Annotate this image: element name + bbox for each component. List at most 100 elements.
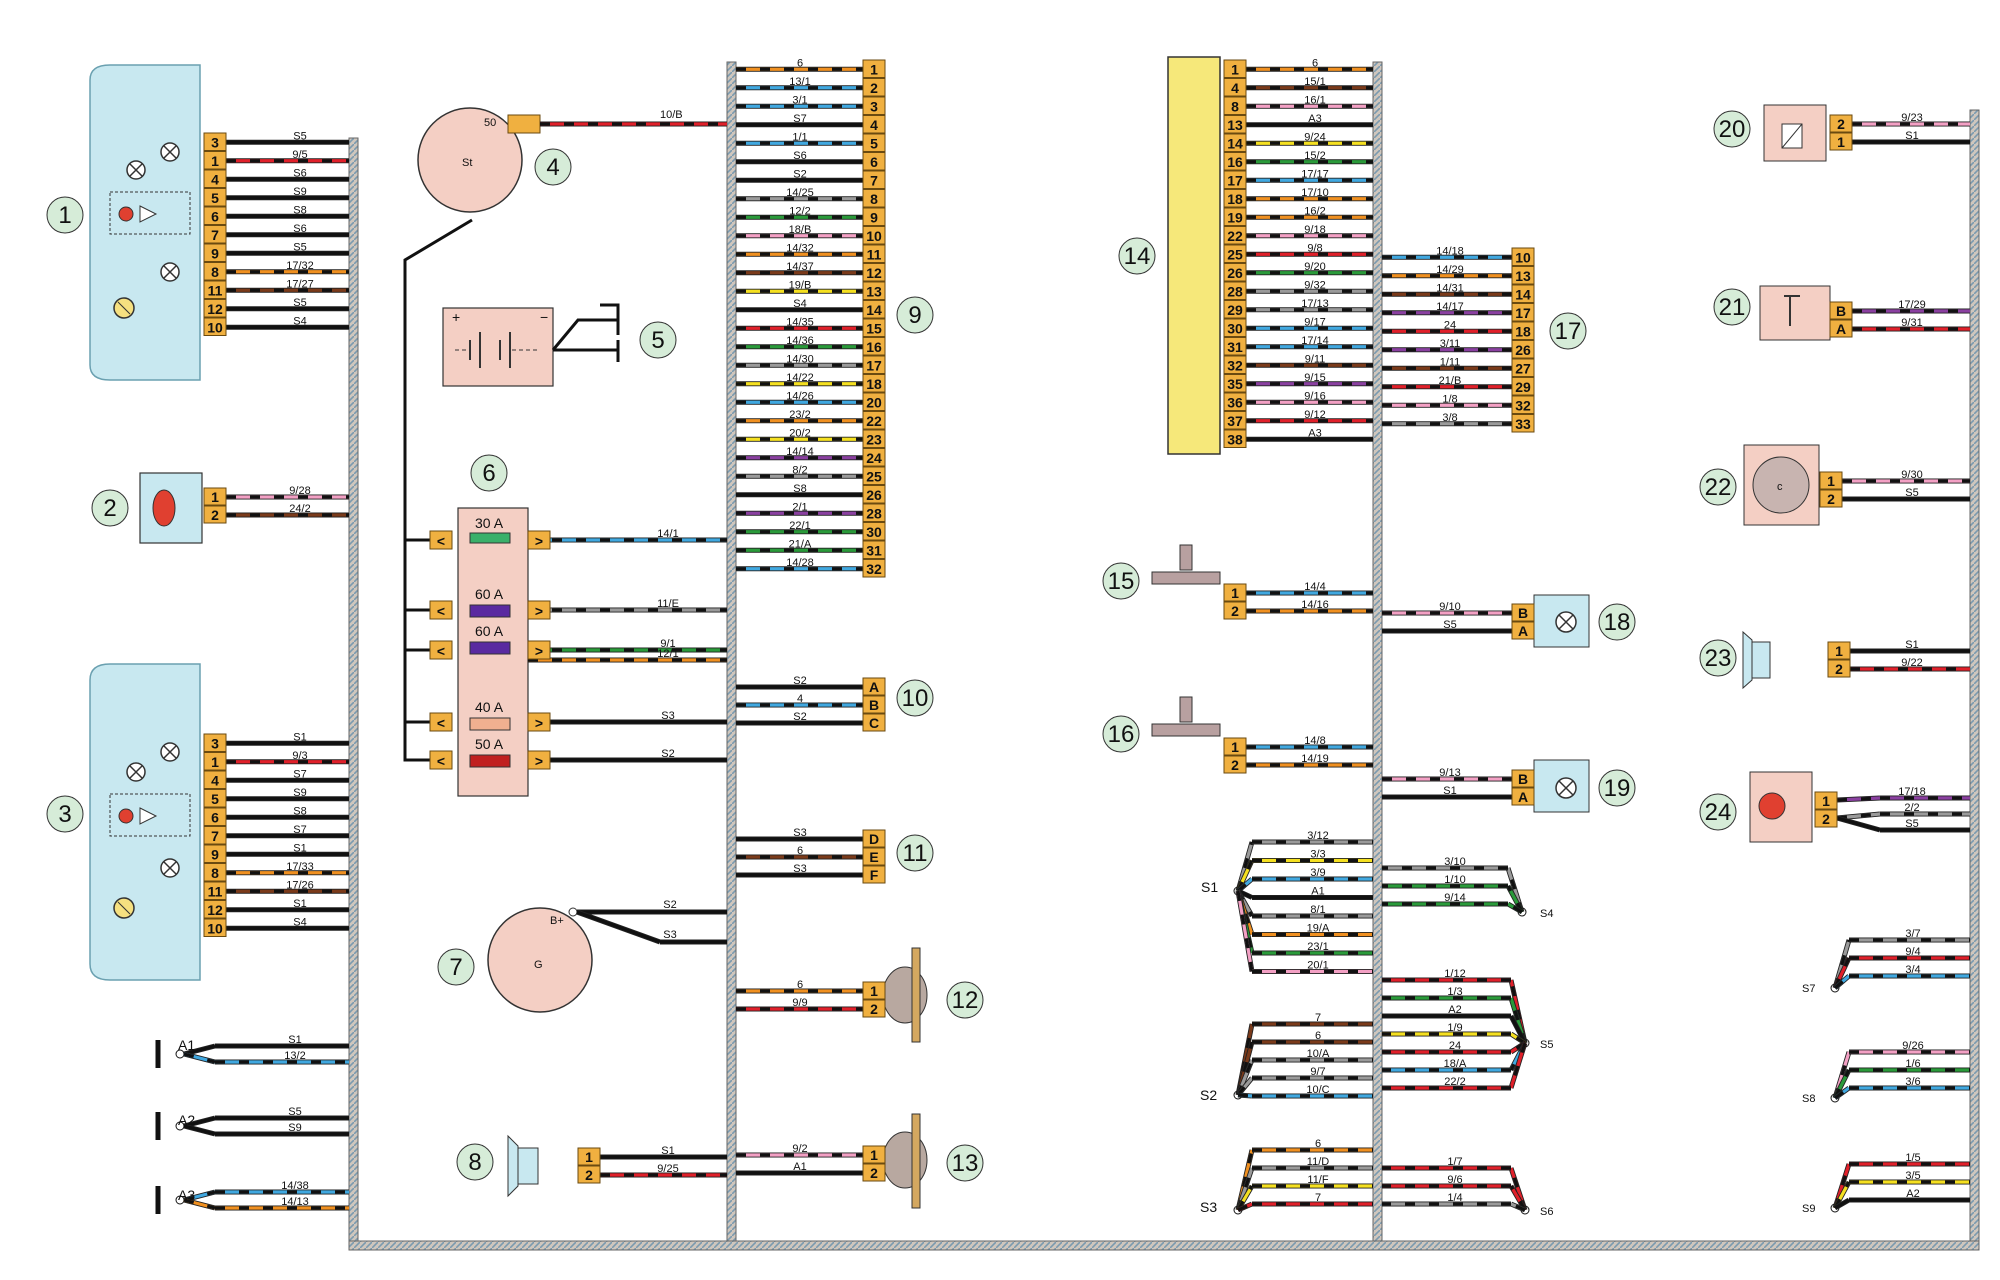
callout-17: 17 xyxy=(1549,312,1587,350)
splice-s6-label: S6 xyxy=(1540,1206,1553,1218)
pin-label: B xyxy=(869,697,879,713)
wire-label: S8 xyxy=(293,204,306,216)
wire-label: S2 xyxy=(663,899,676,911)
connector-pin xyxy=(862,78,886,97)
connector-pin xyxy=(862,1145,886,1164)
wire-label: S1 xyxy=(288,1034,301,1046)
fuse-rating: 50 A xyxy=(475,736,504,752)
sensor-15 xyxy=(1151,544,1221,585)
pin-label: 37 xyxy=(1227,413,1243,429)
wire-label: 21/B xyxy=(1439,375,1462,387)
pin-label: 1 xyxy=(870,1147,878,1163)
callout-15: 15 xyxy=(1102,562,1140,600)
connector-pin xyxy=(203,169,227,188)
wire-label: 16/2 xyxy=(1304,205,1325,217)
wire-tracer xyxy=(1236,1185,1254,1211)
wire-color xyxy=(1836,816,1881,832)
callout-7: 7 xyxy=(437,948,475,986)
connector-pin xyxy=(203,317,227,336)
splice-s1-label: S1 xyxy=(1201,879,1218,895)
wire-tracer xyxy=(1836,812,1881,820)
wire-label: 15/2 xyxy=(1304,150,1325,162)
wire-label: 24/2 xyxy=(289,503,310,515)
ecu-14 xyxy=(1167,56,1221,455)
pin-label: 11 xyxy=(208,283,223,299)
connector-pin xyxy=(1814,809,1838,828)
wire-label: 1/12 xyxy=(1444,968,1465,980)
wire-label: A2 xyxy=(1448,1004,1461,1016)
connector-pin xyxy=(1223,583,1247,602)
connector-pin xyxy=(1511,303,1535,322)
svg-text:2: 2 xyxy=(103,495,116,522)
wire-label: 23/2 xyxy=(789,409,810,421)
connector-pin xyxy=(862,226,886,245)
connector-pin xyxy=(1511,787,1535,806)
wire-color xyxy=(1509,1015,1527,1044)
pin-label: 12 xyxy=(207,301,223,317)
switch-21 xyxy=(1759,285,1831,341)
wire-tracer xyxy=(1509,979,1527,1044)
connector-pin xyxy=(1223,96,1247,115)
pin-label: 5 xyxy=(211,190,219,206)
wire-label: 22/2 xyxy=(1444,1076,1465,1088)
pin-label: 2 xyxy=(1231,603,1239,619)
pin-label: < xyxy=(437,533,445,549)
wire-tracer xyxy=(1834,1086,1850,1100)
connector-pin xyxy=(1511,603,1535,622)
pin-label: 22 xyxy=(866,413,882,429)
svg-text:8: 8 xyxy=(468,1149,481,1176)
lamp-19 xyxy=(1533,759,1590,813)
connector-pin xyxy=(203,844,227,863)
connector-pin xyxy=(203,262,227,281)
pin-label: 31 xyxy=(866,543,882,559)
wire-label: S9 xyxy=(288,1122,301,1134)
connector-pin xyxy=(203,789,227,808)
connector-pin xyxy=(203,487,227,506)
connector-pin xyxy=(203,918,227,937)
pin-label: 10 xyxy=(866,228,882,244)
connector-pin xyxy=(203,770,227,789)
connector-pin xyxy=(862,189,886,208)
svg-text:19: 19 xyxy=(1604,775,1631,802)
wire-label: S5 xyxy=(293,297,306,309)
connector-pin xyxy=(1511,340,1535,359)
wire-label: S7 xyxy=(793,113,806,125)
fuse-rating: 60 A xyxy=(475,623,504,639)
connector-pin xyxy=(1829,114,1853,133)
wire-tracer xyxy=(1833,1181,1851,1209)
pin-label: 1 xyxy=(1827,473,1835,489)
wire-label: 14/18 xyxy=(1436,245,1464,257)
callout-14: 14 xyxy=(1118,237,1156,275)
pin-label: 14 xyxy=(1227,136,1243,152)
connector-pin xyxy=(1223,374,1247,393)
connector-pin xyxy=(862,466,886,485)
callout-1: 1 xyxy=(46,196,84,234)
connector-pin xyxy=(203,881,227,900)
wire-label: 14/32 xyxy=(786,242,814,254)
wire-label: 3/9 xyxy=(1310,867,1325,879)
svg-text:13: 13 xyxy=(952,1150,979,1177)
motor-icon xyxy=(152,489,176,527)
svg-text:15: 15 xyxy=(1108,568,1135,595)
svg-text:4: 4 xyxy=(546,154,559,181)
wire-label: 9/18 xyxy=(1304,224,1325,236)
ground-a2-label: A2 xyxy=(178,1112,195,1128)
connector-pin xyxy=(203,132,227,151)
wire-label: 24 xyxy=(1444,319,1456,331)
pin-label: 1 xyxy=(1231,62,1239,78)
connector-pin xyxy=(1223,318,1247,337)
pin-label: 26 xyxy=(1227,265,1243,281)
wire-label: 3/7 xyxy=(1905,928,1920,940)
wire-label: 12/1 xyxy=(657,648,678,660)
wire-label: 9/28 xyxy=(289,485,310,497)
callout-8: 8 xyxy=(456,1143,494,1181)
connector-pin xyxy=(203,188,227,207)
wire-label: 14/19 xyxy=(1301,753,1329,765)
connector-pin xyxy=(1223,411,1247,430)
wire-tracer xyxy=(183,1052,216,1064)
wire-label: A3 xyxy=(1308,427,1321,439)
wire-label: 13/1 xyxy=(789,76,810,88)
pin-label: < xyxy=(437,715,445,731)
wire-label: 11/F xyxy=(1307,1174,1328,1186)
wire-label: 14/37 xyxy=(786,261,814,273)
